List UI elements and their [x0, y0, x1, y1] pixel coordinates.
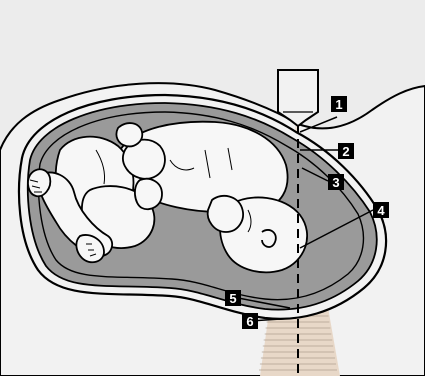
callout-1: 1 — [331, 96, 347, 112]
callout-3: 3 — [328, 174, 344, 190]
fetal-hand-upper — [116, 123, 142, 146]
callout-1-label: 1 — [335, 97, 342, 112]
callout-4: 4 — [373, 202, 389, 218]
fetal-forearm — [135, 179, 162, 209]
callout-3-label: 3 — [332, 175, 339, 190]
fetal-ear — [262, 230, 276, 247]
callout-6: 6 — [242, 313, 258, 329]
fetal-hand — [208, 196, 243, 232]
callout-6-label: 6 — [246, 314, 253, 329]
callout-5-label: 5 — [229, 291, 236, 306]
callout-2-label: 2 — [342, 144, 349, 159]
callout-2: 2 — [338, 143, 354, 159]
callout-5: 5 — [225, 290, 241, 306]
callout-4-label: 4 — [377, 203, 385, 218]
